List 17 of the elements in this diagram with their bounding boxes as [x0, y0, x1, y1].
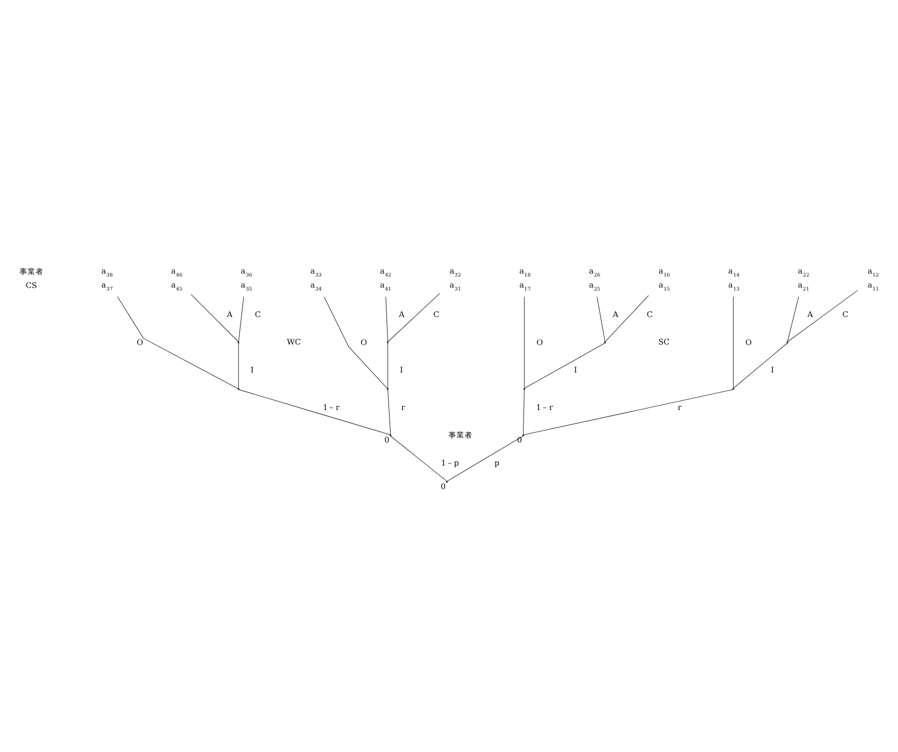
- node-point: [522, 434, 524, 436]
- node-point: [604, 342, 606, 344]
- node-point: [386, 342, 389, 344]
- node-point: [390, 434, 392, 436]
- connector: [787, 296, 799, 342]
- connector: [604, 295, 649, 342]
- node-point: [523, 388, 526, 390]
- connector: [446, 436, 524, 482]
- node-point: [238, 388, 240, 390]
- node-point: [446, 481, 448, 483]
- connector: [390, 436, 448, 482]
- connector: [787, 290, 858, 342]
- node-point: [238, 342, 240, 344]
- node-point: [786, 342, 788, 344]
- node-point: [732, 388, 734, 390]
- connector: [596, 296, 606, 342]
- node-point: [386, 388, 389, 390]
